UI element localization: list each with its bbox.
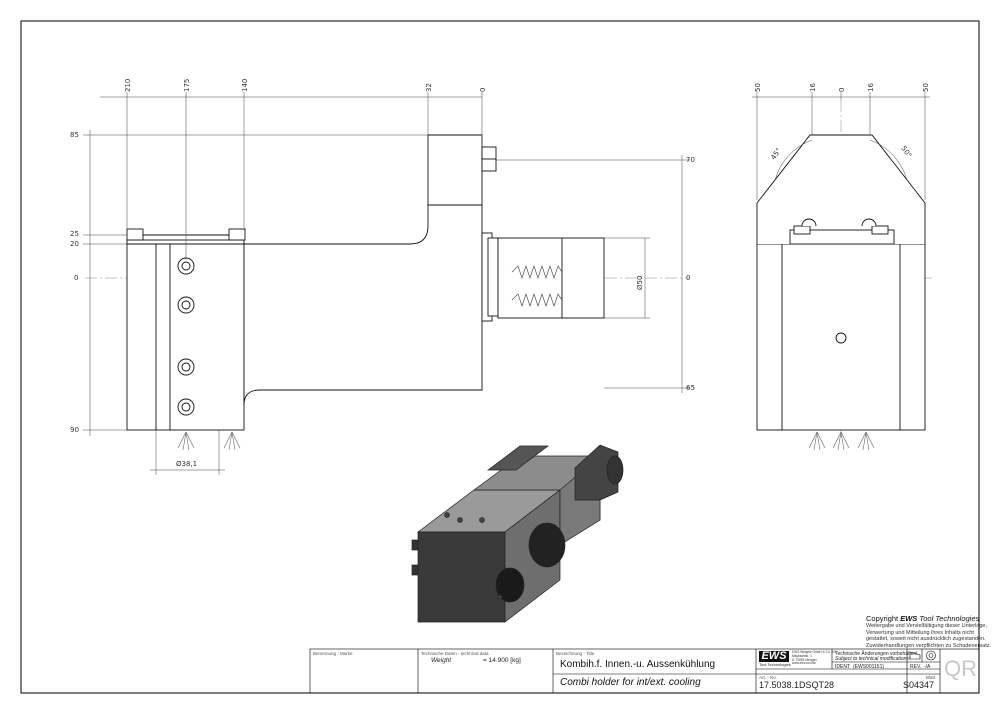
dim-0-left: 0 <box>74 274 79 282</box>
copyright-line-3: gestattet, soweit nicht ausdrücklich zug… <box>866 636 986 642</box>
company-line-2: Maybachstr. 1 <box>792 653 812 658</box>
dim-front-16-right: 16 <box>867 83 875 92</box>
title-german: Kombih.f. Innen.-u. Aussenkühlung <box>560 659 716 670</box>
dim-front-0: 0 <box>838 87 846 92</box>
dim-85: 85 <box>70 131 79 139</box>
ident-value: (EWS001151) <box>853 664 885 670</box>
dim-20: 20 <box>70 240 79 248</box>
company-line-1: EWS Weigele GmbH & Co. KG <box>792 650 837 654</box>
rev-label: REV. <box>910 664 922 670</box>
weight-value: = 14.900 [kg] <box>483 657 521 664</box>
ews-logo-subtitle: Tool Technologies <box>759 662 791 667</box>
dim-175: 175 <box>183 78 191 92</box>
changes-note-en: Subject to technical modifications! <box>835 656 911 662</box>
isometric-view <box>411 444 624 623</box>
dim-65: 65 <box>686 384 695 392</box>
dim-32: 32 <box>425 83 433 92</box>
company-line-4: www.ews-tool.de <box>792 661 816 666</box>
bezeichnung-label: Bezeichnung - Title <box>556 651 595 656</box>
title-block-lines <box>309 648 980 694</box>
rev-value: -/A <box>924 664 931 670</box>
dim-25: 25 <box>70 230 79 238</box>
changes-note-de: Technische Änderungen vorbehalten! <box>835 651 918 657</box>
dim-0-top: 0 <box>479 87 487 92</box>
qr-placeholder: QR <box>944 656 977 681</box>
side-view <box>85 134 690 451</box>
company-line-3: D-73095 Uhingen <box>792 657 817 662</box>
copyright-title: Copyright EWS Tool Technologies <box>866 614 991 623</box>
dim-front-16-left: 16 <box>809 83 817 92</box>
sheet-number: S04347 <box>903 680 935 690</box>
art-no-label: Art. - No. <box>759 675 778 680</box>
ews-logo-mark: EWS <box>759 651 789 662</box>
copyright-brand: EWS <box>900 614 918 623</box>
copyright-suffix: Tool Technologies <box>917 614 980 623</box>
dim-70: 70 <box>686 156 695 164</box>
copyright-line-1: Weitergabe und Vervielfältigung dieser U… <box>866 623 987 629</box>
copyright-line-2: Verwertung und Mitteilung ihres Inhalts … <box>866 629 974 636</box>
sheet-label: Blatt <box>926 675 936 680</box>
dim-diameter-50: Ø50 <box>636 275 644 290</box>
dim-front-50-right: 50 <box>922 83 930 92</box>
tech-data-label: Technische Daten - technical data <box>421 651 489 656</box>
copyright-notice: Copyright EWS Tool Technologies Weiterga… <box>866 614 991 649</box>
dim-90: 90 <box>70 426 79 434</box>
ident-label: IDENT <box>835 664 850 670</box>
dim-diameter-38: Ø38,1 <box>176 460 198 468</box>
article-number: 17.5038.1DSQT28 <box>759 680 835 690</box>
ews-logo: EWS Tool Technologies <box>759 651 791 668</box>
weight-label: Weight <box>431 657 452 664</box>
title-english: Combi holder for int/ext. cooling <box>560 677 701 688</box>
front-view <box>756 100 935 451</box>
copyright-prefix: Copyright <box>866 614 901 623</box>
copyright-line-4: Zuwiderhandlungen verpflichten zu Schade… <box>866 642 992 649</box>
dim-0-right: 0 <box>686 274 691 282</box>
company-address: EWS Weigele GmbH & Co. KG Maybachstr. 1 … <box>792 650 837 666</box>
dim-210: 210 <box>124 78 132 92</box>
side-view-dimensions <box>83 92 690 475</box>
dim-front-50-left: 50 <box>754 83 762 92</box>
front-view-dimensions <box>752 92 930 200</box>
benennung-label: Benennung - Marke <box>313 651 353 656</box>
dim-140: 140 <box>241 78 249 92</box>
